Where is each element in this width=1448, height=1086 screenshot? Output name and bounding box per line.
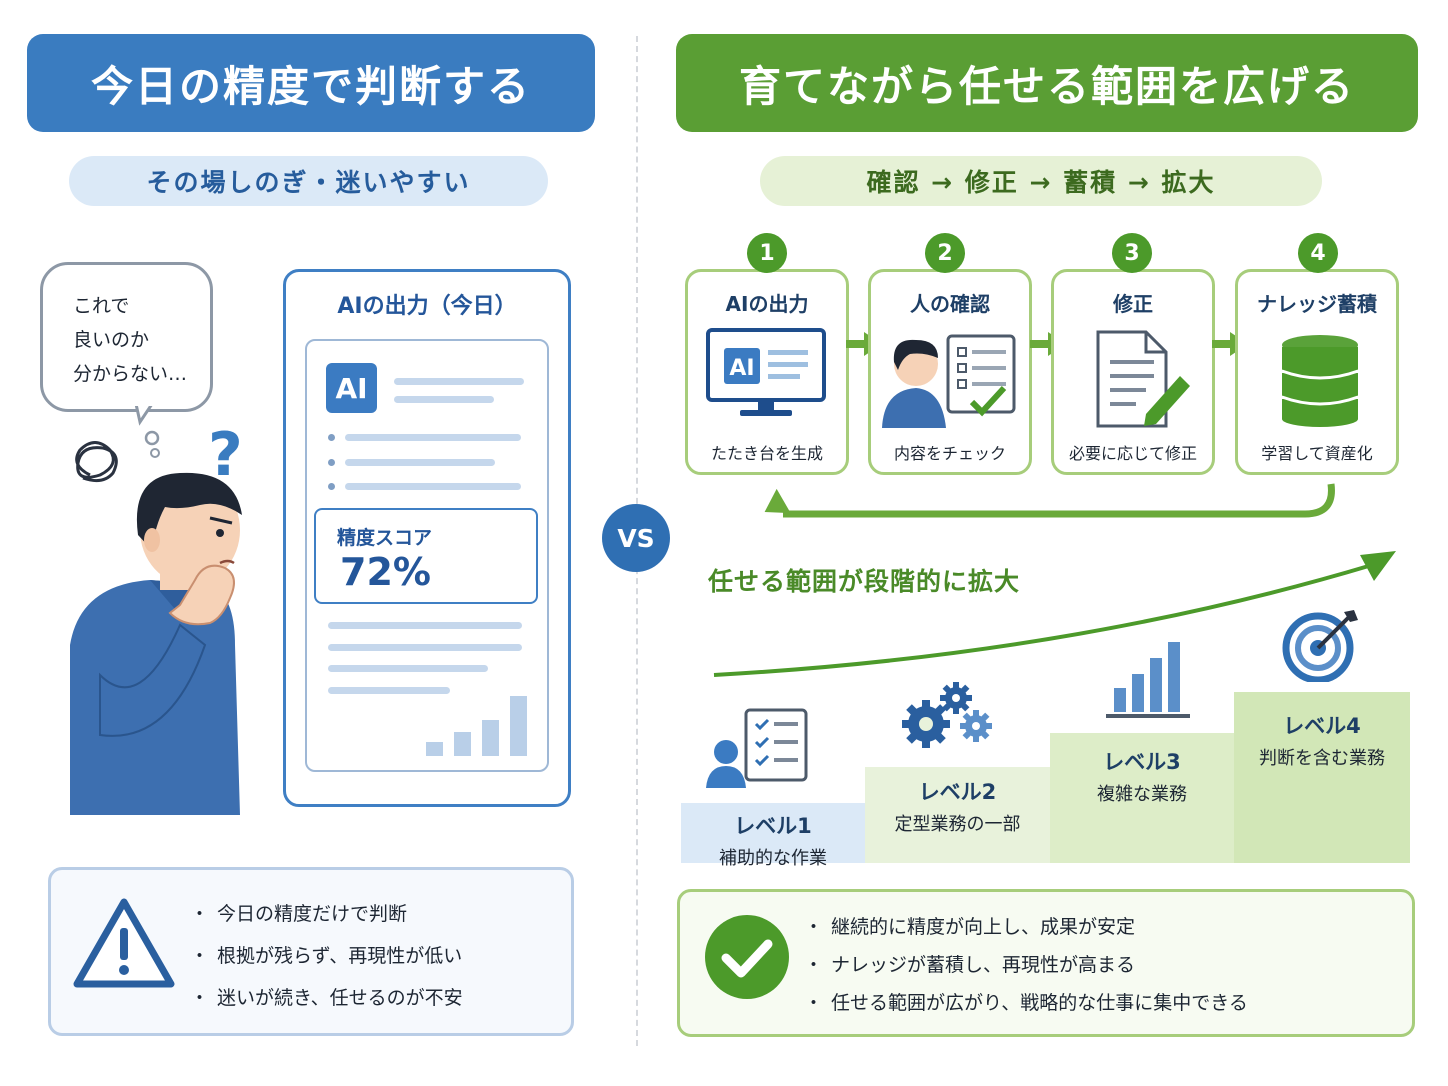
accuracy-score-value: 72% [340, 550, 431, 594]
text-line [394, 396, 494, 403]
text-line [328, 644, 522, 651]
flow-arrow-shaft [1030, 340, 1050, 348]
text-line [345, 459, 495, 466]
vs-badge: VS [602, 504, 670, 572]
step-title: ナレッジ蓄積 [1257, 292, 1377, 316]
text-line [328, 622, 522, 629]
warning-item: 根拠が残らず、再現性が低い [190, 935, 463, 977]
speech-bubble: これで 良いのか 分からない… [40, 262, 213, 412]
warning-item: 迷いが続き、任せるのが不安 [190, 977, 463, 1019]
target-icon [1282, 610, 1358, 682]
monitor-ai-badge: AI [729, 355, 755, 381]
step-subtitle: 内容をチェック [893, 444, 1006, 463]
right-subtitle: 確認 → 修正 → 蓄積 → 拡大 [760, 156, 1322, 206]
bubble-line: 分からない… [73, 363, 188, 385]
person-checklist-icon [882, 334, 1016, 428]
text-line [328, 687, 450, 694]
accuracy-score-label: 精度スコア [337, 527, 433, 549]
warning-icon [73, 898, 175, 988]
step-title: 人の確認 [910, 292, 990, 316]
step-number: 2 [925, 233, 965, 273]
bullet-dot [328, 459, 335, 466]
benefit-item: ナレッジが蓄積し、再現性が高まる [804, 946, 1248, 984]
level-title: レベル2 [918, 780, 997, 804]
text-line [394, 378, 524, 385]
bubble-line: これで [73, 295, 130, 317]
growth-label: 任せる範囲が段階的に拡大 [708, 567, 1021, 596]
document-edit-icon [1096, 330, 1190, 428]
text-line [345, 434, 521, 441]
step-number: 4 [1298, 233, 1338, 273]
level-2-step [865, 767, 1050, 863]
warning-list: 今日の精度だけで判断 根拠が残らず、再現性が低い 迷いが続き、任せるのが不安 [190, 893, 463, 1019]
bubble-line: 良いのか [73, 329, 150, 351]
level-subtitle: 複雑な業務 [1097, 784, 1187, 805]
level-title: レベル1 [734, 814, 812, 838]
step-title: 修正 [1113, 292, 1153, 316]
level-subtitle: 判断を含む業務 [1259, 748, 1385, 769]
flow-arrow-shaft [846, 340, 866, 348]
gears-icon [902, 682, 992, 748]
step-title: AIの出力 [725, 292, 809, 316]
text-line [345, 483, 521, 490]
text-line [328, 665, 488, 672]
step-subtitle: たたき台を生成 [710, 444, 823, 463]
left-header: 今日の精度で判断する [27, 34, 595, 132]
check-circle-icon [705, 915, 789, 999]
bar-chart-icon [1106, 642, 1190, 718]
step-subtitle: 必要に応じて修正 [1068, 444, 1197, 463]
level-3-label: レベル3 複雑な業務 [1050, 746, 1234, 806]
person-checklist-icon [706, 708, 808, 788]
small-bar-chart-icon [426, 696, 527, 756]
warning-item: 今日の精度だけで判断 [190, 893, 463, 935]
level-4-label: レベル4 判断を含む業務 [1234, 710, 1410, 770]
level-4-step [1234, 692, 1410, 863]
monitor-icon [706, 328, 826, 416]
benefit-item: 任せる範囲が広がり、戦略的な仕事に集中できる [804, 984, 1248, 1022]
bullet-dot [328, 483, 335, 490]
database-icon [1281, 335, 1359, 427]
ai-output-card-title: AIの出力（今日） [337, 294, 517, 319]
level-subtitle: 補助的な作業 [719, 848, 827, 869]
left-subtitle: その場しのぎ・迷いやすい [69, 156, 548, 206]
level-title: レベル4 [1283, 714, 1361, 738]
ai-badge: AI [326, 363, 377, 413]
step-number: 3 [1112, 233, 1152, 273]
level-title: レベル3 [1103, 750, 1181, 774]
growth-arrow-icon [713, 551, 1396, 677]
level-1-label: レベル1 補助的な作業 [681, 810, 865, 870]
bullet-dot [328, 434, 335, 441]
benefit-item: 継続的に精度が向上し、成果が安定 [804, 908, 1248, 946]
accuracy-score-box [314, 508, 538, 604]
level-3-step [1050, 733, 1234, 863]
benefits-list: 継続的に精度が向上し、成果が安定 ナレッジが蓄積し、再現性が高まる 任せる範囲が… [804, 908, 1248, 1022]
flow-arrow-shaft [1212, 340, 1232, 348]
level-2-label: レベル2 定型業務の一部 [865, 776, 1050, 836]
bubble-tail-icon [132, 404, 160, 458]
loop-back-arrow-icon [764, 483, 1335, 518]
confused-person-icon: ? [70, 420, 243, 815]
right-header: 育てながら任せる範囲を広げる [676, 34, 1418, 132]
level-1-step [681, 803, 865, 863]
step-number: 1 [747, 233, 787, 273]
step-subtitle: 学習して資産化 [1261, 444, 1373, 463]
level-subtitle: 定型業務の一部 [894, 814, 1021, 835]
